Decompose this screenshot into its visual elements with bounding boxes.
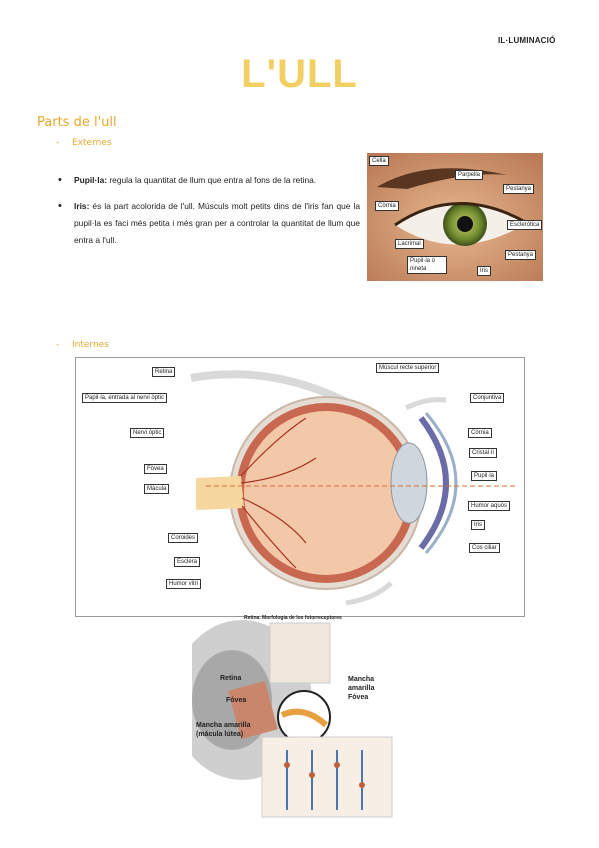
label-humor-vitri: Humor vitri (166, 579, 202, 589)
label-parpella: Parpella (455, 170, 484, 180)
label-cornia: Còrnia (375, 201, 399, 211)
label-esclerotica: Esclerótica (507, 220, 543, 230)
subsection-external: -Externes (56, 138, 112, 148)
internal-eye-figure: Retina Papil·la, entrada al nervi òptic … (75, 357, 525, 617)
retina-label-retina: Retina (220, 675, 242, 682)
label-retina: Retina (152, 367, 176, 377)
label-macula: Màcula (144, 484, 170, 494)
label-fovea: Fòvea (144, 464, 167, 474)
label-humor-aquos: Humor aquós (468, 501, 511, 511)
label-cristalli: Cristal·lí (469, 448, 497, 458)
label-pupilla-int: Pupil·la (471, 471, 498, 481)
label-cos-ciliar: Cos ciliar (469, 543, 500, 553)
retina-figure: Retina. Morfología de los fotorreceptore… (172, 615, 402, 820)
label-cella: Cella (369, 156, 389, 166)
section-heading: Parts de l'ull (37, 115, 117, 130)
retina-illustration (172, 620, 393, 818)
label-esclera: Esclera (174, 557, 201, 567)
label-pupilla: Pupil·la o nineta (407, 256, 447, 274)
label-cornia-int: Còrnia (468, 428, 492, 438)
internal-eye-diagram (190, 370, 516, 606)
header-section-label: IL·LUMINACIÓ (498, 36, 556, 45)
page-title: L'ULL (241, 52, 358, 96)
retina-label-macula: Mancha amarilla (mácula lútea) (196, 722, 251, 738)
label-lacrimal: Lacrimal (395, 239, 424, 249)
label-muscul: Múscul recte superior (376, 363, 440, 373)
label-pestanya-2: Pestanya (505, 250, 537, 260)
label-coroides: Coroides (168, 533, 199, 543)
external-eye-figure: Cella Parpella Pestanya Còrnia Escleróti… (367, 153, 543, 281)
label-nervi-entrada: Papil·la, entrada al nervi òptic (82, 393, 168, 403)
bullet-list: Pupil·la: regula la quantitat de llum qu… (56, 172, 360, 258)
bullet-pupil: Pupil·la: regula la quantitat de llum qu… (56, 172, 360, 189)
retina-caption: Retina. Morfología de los fotorreceptore… (244, 615, 342, 621)
label-nervi-optic: Nervi òptic (130, 428, 165, 438)
label-conjuntiva: Conjuntiva (470, 393, 505, 403)
label-iris: Iris (477, 266, 491, 276)
label-pestanya: Pestanya (503, 184, 535, 194)
bullet-iris: Iris: és la part acolorida de l'ull. Mús… (56, 198, 360, 249)
label-iris-int: Iris (471, 520, 485, 530)
subsection-internal: -Internes (56, 340, 109, 350)
retina-label-fovea: Fóvea (226, 697, 247, 704)
